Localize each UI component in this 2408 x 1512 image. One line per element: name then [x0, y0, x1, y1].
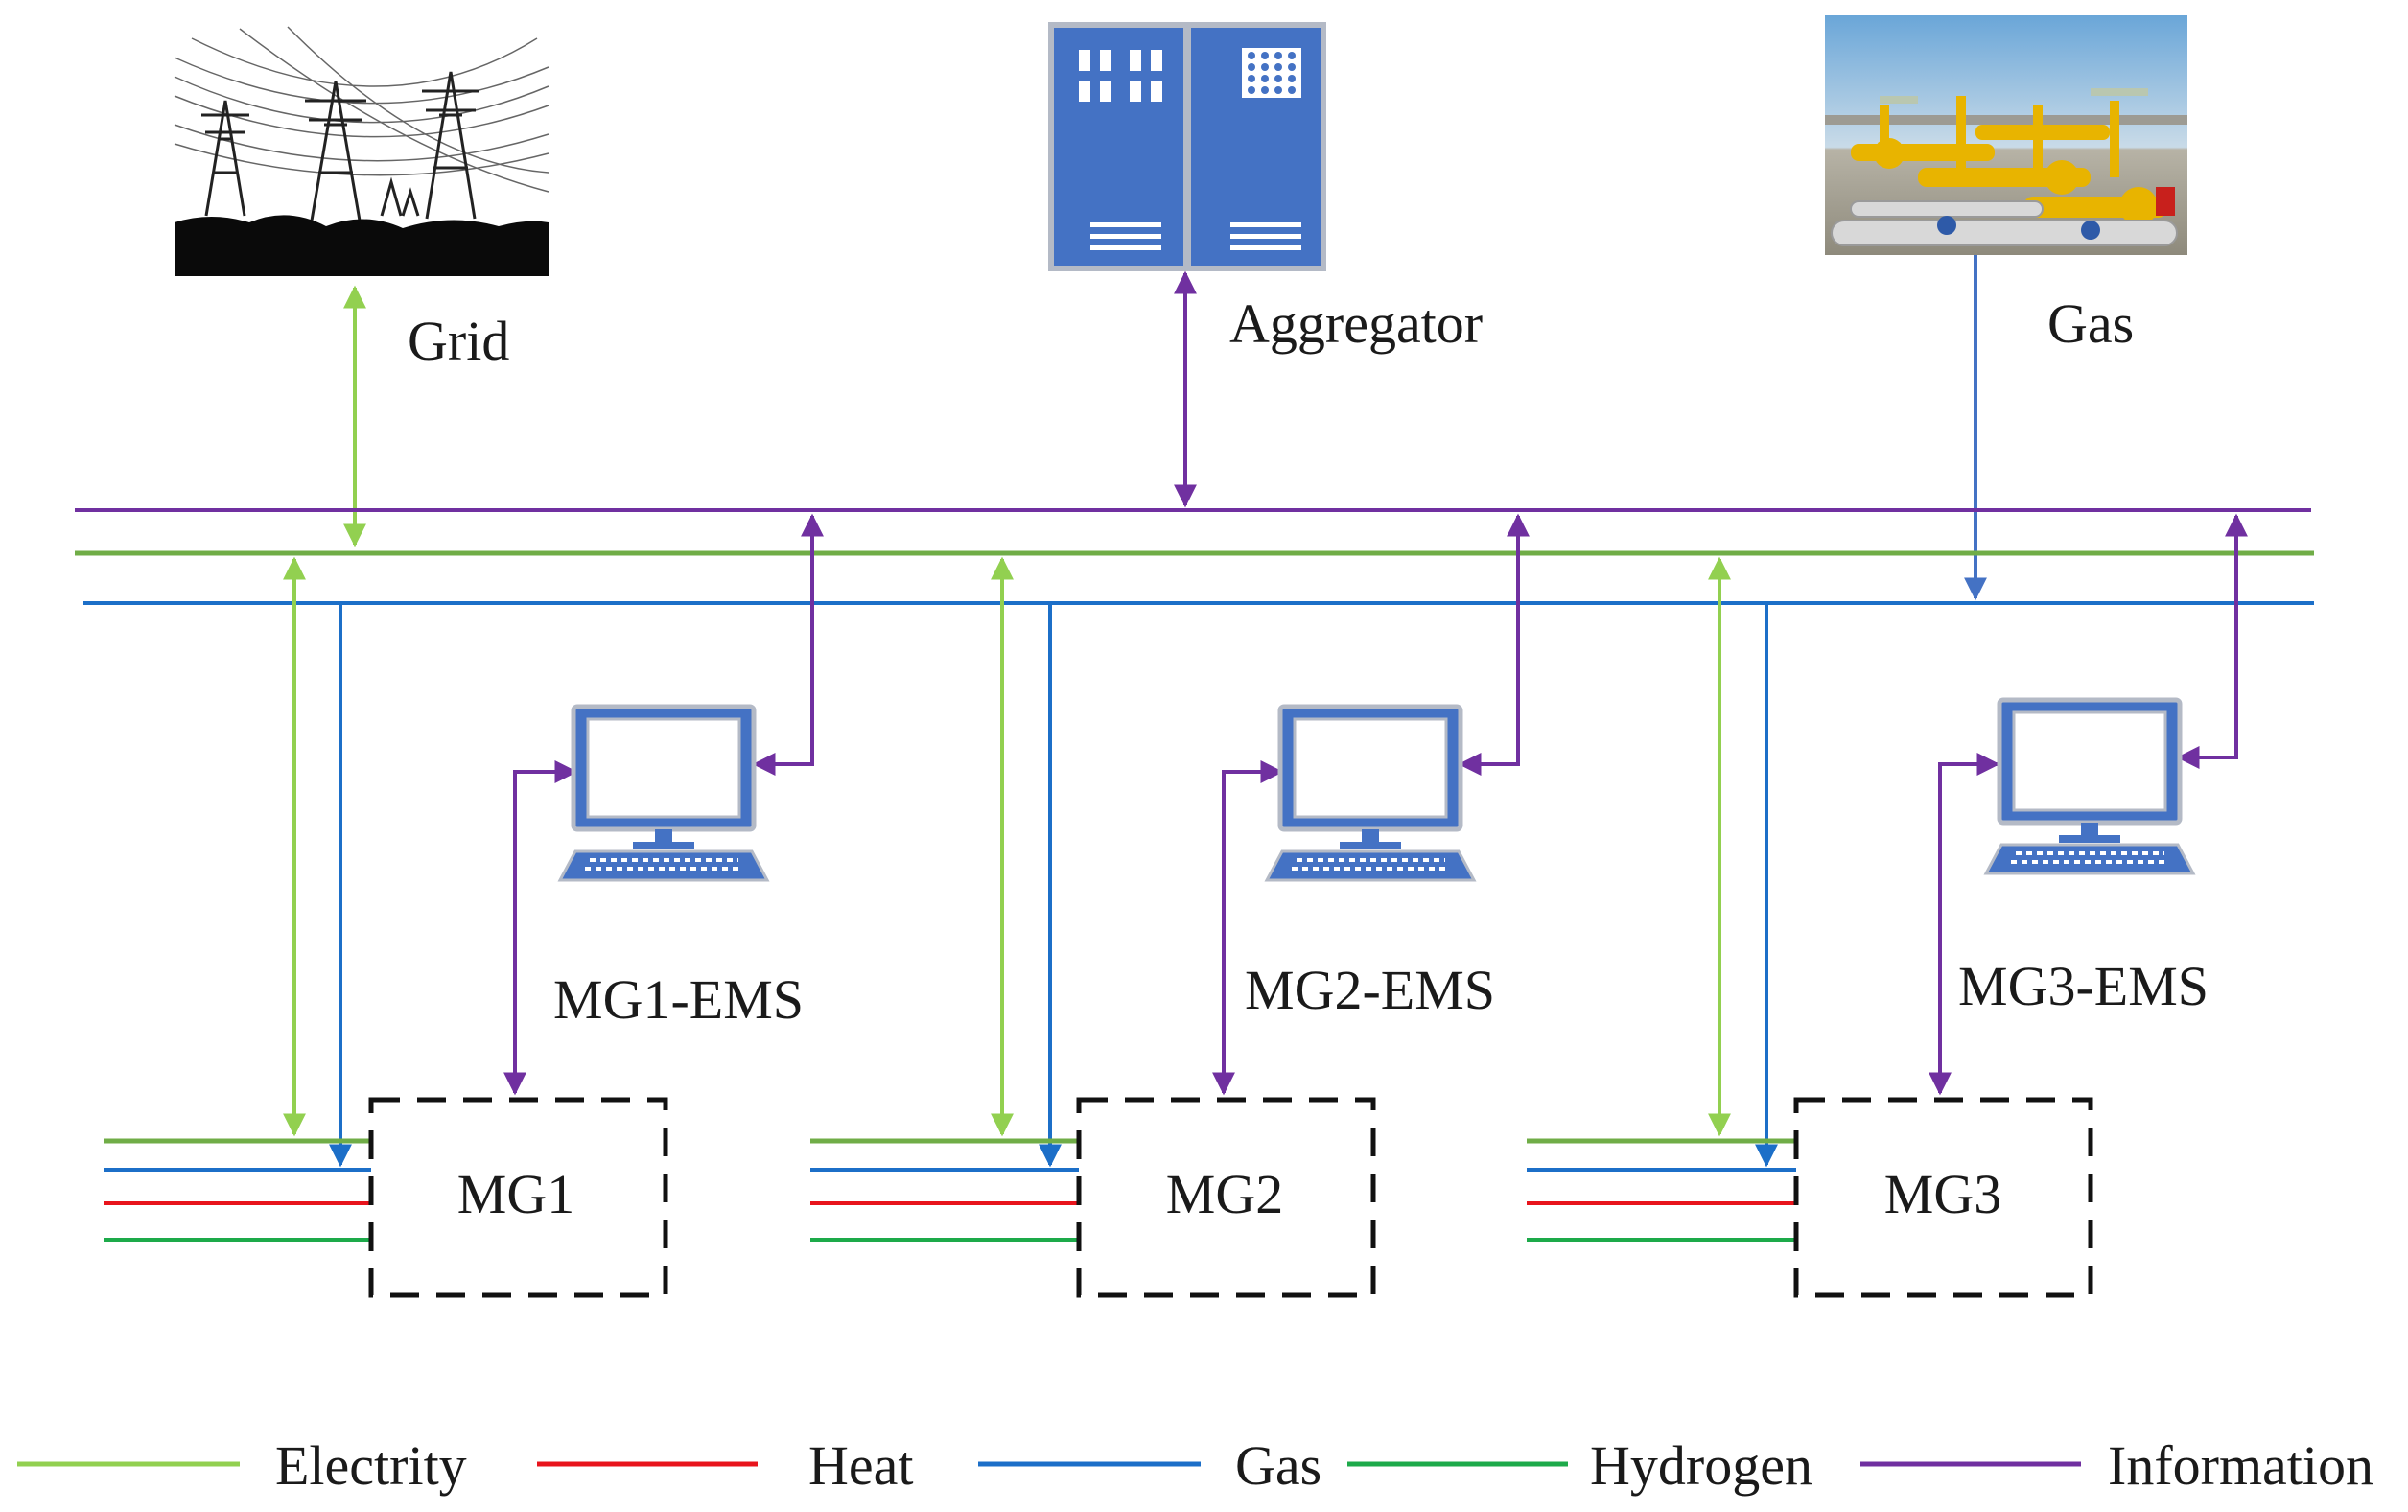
mg2-ems-bus-link	[1458, 513, 1530, 776]
mg1-ems-label: MG1-EMS	[553, 968, 804, 1031]
legend-label-gas: Gas	[1235, 1434, 1321, 1497]
legend-label-heat: Heat	[808, 1434, 914, 1497]
gas-label: Gas	[2047, 292, 2134, 355]
mg3-group: MG3-EMS MG3	[1527, 513, 2248, 1298]
grid-label: Grid	[408, 310, 509, 372]
legend-item-gas: Gas	[978, 1434, 1321, 1497]
legend-label-information: Information	[2108, 1434, 2373, 1497]
mg3-label: MG3	[1884, 1163, 2001, 1225]
mg1-label: MG1	[457, 1163, 574, 1225]
mg3-ems-label: MG3-EMS	[1958, 955, 2209, 1017]
mg2-label: MG2	[1166, 1163, 1283, 1225]
mg1-ems-bus-link	[752, 513, 824, 776]
mg2-ems-label: MG2-EMS	[1245, 959, 1495, 1021]
mg2-group: MG2-EMS MG2	[810, 513, 1530, 1298]
mg1-box	[368, 1097, 668, 1298]
mg1-group: MG1-EMS MG1	[104, 513, 824, 1298]
computer-icon	[1983, 697, 2196, 875]
mg1-ems-mg-link	[503, 760, 578, 1096]
mg3-ems-mg-link	[1929, 753, 2000, 1096]
aggregator-label: Aggregator	[1229, 292, 1483, 355]
computer-icon	[1264, 704, 1477, 882]
legend-item-heat: Heat	[537, 1434, 914, 1497]
mg2-ems-mg-link	[1212, 760, 1284, 1096]
mg3-ems-bus-link	[2176, 513, 2248, 769]
mg3-box	[1793, 1097, 2093, 1298]
mg2-box	[1076, 1097, 1376, 1298]
transmission-tower-photo	[174, 26, 549, 276]
legend-item-information: Information	[1860, 1434, 2373, 1497]
legend-item-electricity: Electrity	[17, 1434, 467, 1497]
legend-item-hydrogen: Hydrogen	[1347, 1434, 1812, 1497]
computer-icon	[557, 704, 770, 882]
gas-station-photo	[1825, 15, 2187, 255]
legend-label-electricity: Electrity	[275, 1434, 467, 1497]
legend: Electrity Heat Gas Hydrogen Information	[17, 1434, 2373, 1497]
server-icon	[1048, 22, 1326, 271]
legend-label-hydrogen: Hydrogen	[1590, 1434, 1812, 1497]
